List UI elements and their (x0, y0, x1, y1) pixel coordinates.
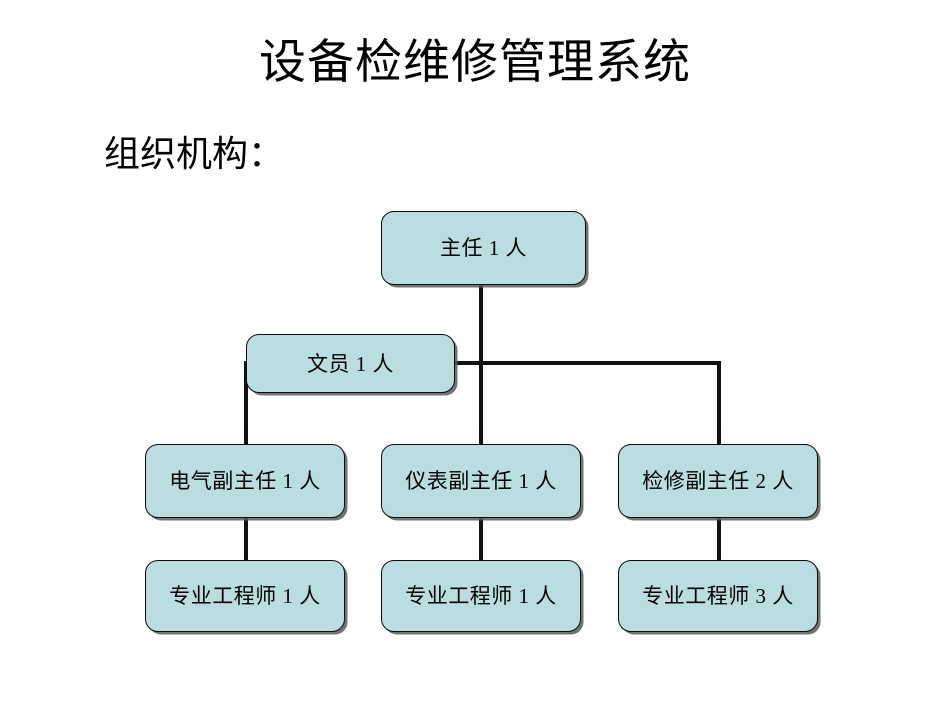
connector-distribution-bar (246, 361, 721, 365)
org-node-clerk[interactable]: 文员 1 人 (246, 334, 455, 393)
org-node-label: 专业工程师 1 人 (169, 584, 321, 608)
connector-to-deputy-maint (717, 361, 721, 446)
org-node-label: 主任 1 人 (440, 236, 527, 260)
connector-deputy-elec-to-engineer (244, 516, 248, 562)
org-node-engineer-elec[interactable]: 专业工程师 1 人 (145, 560, 345, 632)
org-node-engineer-maint[interactable]: 专业工程师 3 人 (618, 560, 818, 632)
page-title: 设备检维修管理系统 (259, 37, 691, 89)
org-node-label: 专业工程师 1 人 (405, 584, 557, 608)
connector-deputy-maint-to-engineer (717, 516, 721, 562)
org-node-label: 电气副主任 1 人 (169, 469, 321, 493)
connector-to-deputy-instr (479, 361, 483, 446)
org-node-director[interactable]: 主任 1 人 (381, 211, 586, 285)
org-node-label: 仪表副主任 1 人 (405, 469, 557, 493)
org-node-deputy-maint[interactable]: 检修副主任 2 人 (618, 444, 818, 518)
org-node-label: 专业工程师 3 人 (642, 584, 794, 608)
connector-director-stem (479, 285, 483, 365)
org-node-label: 检修副主任 2 人 (642, 469, 794, 493)
org-node-engineer-instr[interactable]: 专业工程师 1 人 (381, 560, 581, 632)
org-node-label: 文员 1 人 (307, 351, 394, 376)
org-node-deputy-instr[interactable]: 仪表副主任 1 人 (381, 444, 581, 518)
org-node-deputy-elec[interactable]: 电气副主任 1 人 (145, 444, 345, 518)
section-subtitle: 组织机构： (104, 134, 285, 174)
connector-to-deputy-elec (244, 361, 248, 446)
connector-deputy-instr-to-engineer (479, 516, 483, 562)
